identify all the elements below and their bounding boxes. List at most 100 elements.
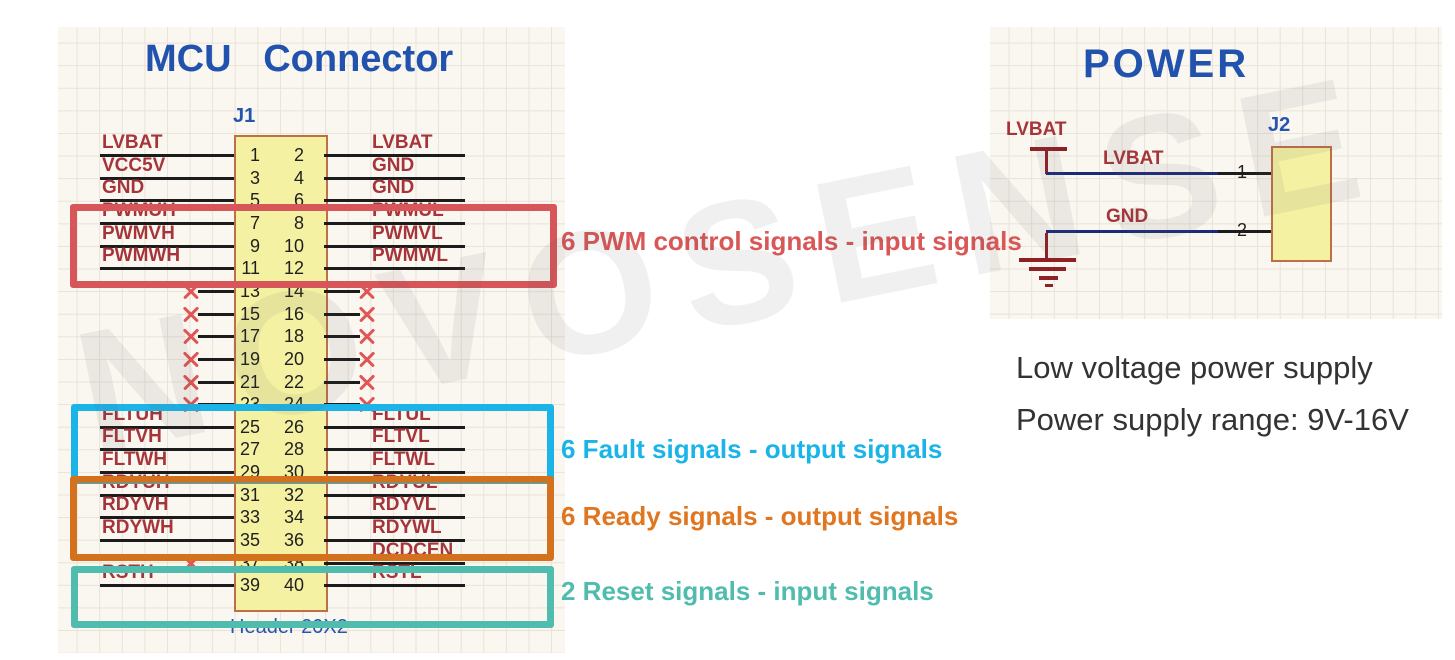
j2-designator: J2: [1268, 114, 1291, 136]
wire-RDYWL: [324, 539, 465, 542]
pin-number-39: 39: [239, 575, 260, 595]
nc-stub-right-pin16: [324, 313, 360, 316]
pin-number-15: 15: [239, 304, 260, 324]
pin-number-12: 12: [283, 258, 304, 278]
j2-pin2-number: 2: [1236, 220, 1247, 240]
wire-FLTUH: [100, 426, 234, 429]
ground-symbol-bar2: [1029, 267, 1066, 271]
pin-number-31: 31: [239, 485, 260, 505]
net-label-RDYWH: RDYWH: [102, 517, 174, 538]
mcu-connector-title: MCU Connector: [145, 38, 454, 80]
pin-number-19: 19: [239, 349, 260, 369]
no-connect-x-pin16: [358, 305, 376, 323]
wire-FLTVL: [324, 448, 465, 451]
pin-number-7: 7: [249, 213, 260, 233]
pin-number-21: 21: [239, 372, 260, 392]
wire-RSTH: [100, 584, 234, 587]
pin-number-35: 35: [239, 530, 260, 550]
pin-number-34: 34: [283, 507, 304, 527]
net-label-LVBAT: LVBAT: [102, 132, 163, 153]
j1-connector-body: [234, 135, 328, 612]
fault-group-annotation: 6 Fault signals - output signals: [561, 434, 943, 464]
lvbat-power-port-label: LVBAT: [1006, 119, 1067, 140]
pin-number-10: 10: [283, 236, 304, 256]
pin-number-16: 16: [283, 304, 304, 324]
wire-FLTWH: [100, 471, 234, 474]
pin-number-22: 22: [283, 372, 304, 392]
wire-LVBAT: [100, 154, 234, 157]
wire-PWMWH: [100, 267, 234, 270]
fault-group-box: [71, 404, 554, 484]
net-label-GND: GND: [372, 177, 415, 198]
no-connect-x-pin22: [358, 373, 376, 391]
net-label-PWMWH: PWMWH: [102, 245, 181, 266]
wire-GND: [100, 199, 234, 202]
j2-pin1-number: 1: [1236, 162, 1247, 182]
j2-pin1-stub: [1218, 172, 1271, 175]
pin-number-27: 27: [239, 439, 260, 459]
pin-number-9: 9: [249, 236, 260, 256]
nc-stub-left-pin19: [198, 358, 234, 361]
pin-number-18: 18: [283, 326, 304, 346]
lvbat-net-label: LVBAT: [1103, 148, 1164, 169]
no-connect-x-pin15: [182, 305, 200, 323]
wire-GND: [324, 199, 465, 202]
pin-number-20: 20: [283, 349, 304, 369]
net-label-PWMWL: PWMWL: [372, 245, 448, 266]
pin-number-32: 32: [283, 485, 304, 505]
net-label-RDYWL: RDYWL: [372, 517, 442, 538]
no-connect-x-pin19: [182, 350, 200, 368]
no-connect-x-pin17: [182, 327, 200, 345]
power-note-line2: Power supply range: 9V-16V: [1016, 402, 1409, 437]
net-label-PWMVL: PWMVL: [372, 223, 443, 244]
j2-connector-body: [1271, 146, 1332, 262]
reset-group-annotation: 2 Reset signals - input signals: [561, 576, 934, 606]
pin-number-8: 8: [293, 213, 304, 233]
wire-RDYVH: [100, 516, 234, 519]
net-label-RDYVL: RDYVL: [372, 494, 437, 515]
wire-PWMVH: [100, 245, 234, 248]
net-label-PWMVH: PWMVH: [102, 223, 175, 244]
net-label-FLTWH: FLTWH: [102, 449, 168, 470]
ready-group-annotation: 6 Ready signals - output signals: [561, 501, 959, 531]
pin-number-40: 40: [283, 575, 304, 595]
wire-RSTL: [324, 584, 465, 587]
net-label-LVBAT: LVBAT: [372, 132, 433, 153]
ground-symbol-bar3: [1039, 276, 1058, 280]
wire-PWMWL: [324, 267, 465, 270]
wire-RDYWH: [100, 539, 234, 542]
no-connect-x-pin21: [182, 373, 200, 391]
power-note-line1: Low voltage power supply: [1016, 350, 1373, 385]
pin-number-3: 3: [249, 168, 260, 188]
nc-stub-right-pin14: [324, 290, 360, 293]
reset-group-box: [71, 566, 554, 628]
lvbat-power-port-stem: [1045, 151, 1048, 174]
ground-symbol-stem: [1045, 233, 1048, 259]
lvbat-wire: [1046, 172, 1218, 175]
pin-number-11: 11: [241, 258, 260, 278]
pin-number-6: 6: [293, 190, 304, 210]
net-label-FLTVH: FLTVH: [102, 426, 162, 447]
net-label-GND: GND: [372, 155, 415, 176]
pin-number-17: 17: [239, 326, 260, 346]
pwm-group-box: [70, 204, 557, 288]
ready-group-box: [70, 476, 554, 561]
pin-number-25: 25: [239, 417, 260, 437]
nc-stub-left-pin15: [198, 313, 234, 316]
wire-DCDCEN: [324, 562, 465, 565]
net-label-FLTVL: FLTVL: [372, 426, 430, 447]
net-label-GND: GND: [102, 177, 145, 198]
gnd-net-label: GND: [1106, 206, 1149, 227]
pin-number-28: 28: [283, 439, 304, 459]
wire-RDYUL: [324, 494, 465, 497]
wire-FLTUL: [324, 426, 465, 429]
no-connect-x-pin20: [358, 350, 376, 368]
pwm-group-annotation: 6 PWM control signals - input signals: [561, 226, 1022, 256]
nc-stub-right-pin22: [324, 381, 360, 384]
no-connect-x-pin18: [358, 327, 376, 345]
pin-number-1: 1: [249, 145, 260, 165]
wire-RDYVL: [324, 516, 465, 519]
net-label-VCC5V: VCC5V: [102, 155, 166, 176]
nc-stub-left-pin13: [198, 290, 234, 293]
wire-PWMUL: [324, 222, 465, 225]
